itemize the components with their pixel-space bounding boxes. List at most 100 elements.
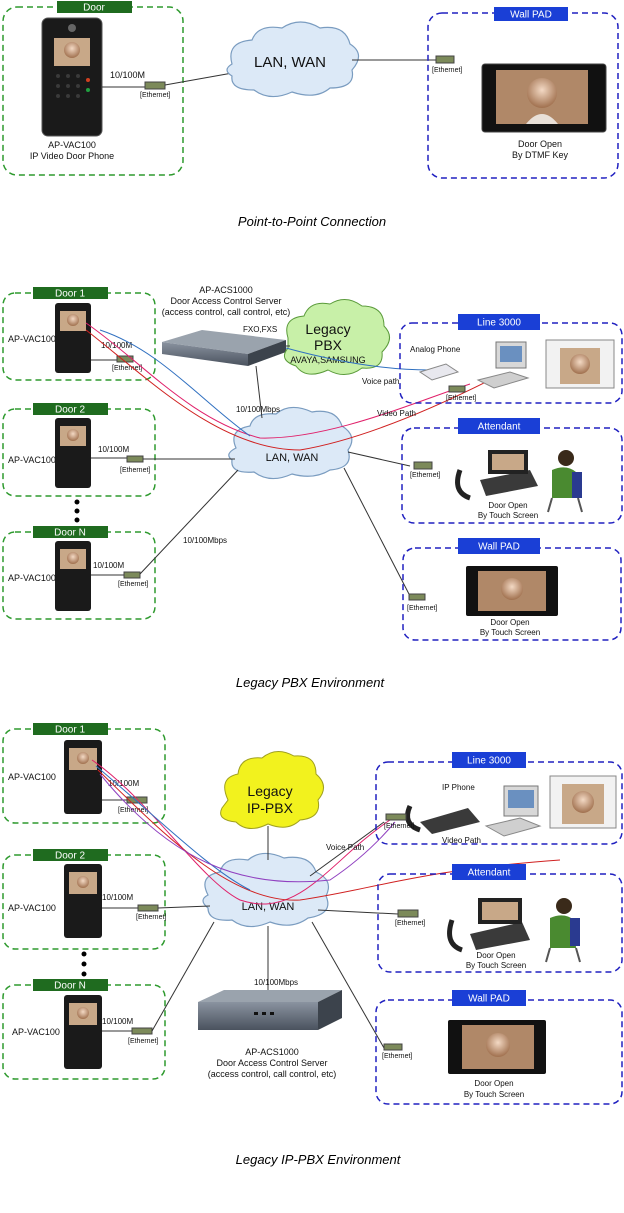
legacy-pbx-cloud	[283, 299, 390, 375]
ethernet-switch-icon	[131, 1027, 153, 1035]
video-screen-thumbnail	[549, 775, 617, 829]
wallpad-note-line-1: Door Open	[490, 618, 529, 627]
video-path-line	[91, 759, 391, 905]
attendant-phone-icon	[455, 450, 538, 501]
door-2-title: Door 2	[55, 851, 85, 862]
door-1-group-tag	[33, 723, 108, 735]
attendant-note-line-2: By Touch Screen	[478, 511, 538, 520]
door-2-ethernet: [Ethernet]	[136, 914, 166, 921]
door-1-model: AP-VAC100	[8, 334, 56, 344]
attendant-group-box	[401, 427, 623, 524]
pbx-line-1: Legacy	[305, 321, 350, 337]
ethernet-switch-icon	[397, 909, 419, 918]
fxo-fxs-label: FXO,FXS	[243, 325, 277, 334]
wallpad-device	[466, 566, 558, 616]
line3000-title: Line 3000	[467, 756, 511, 767]
wallpad-note-line-2: By DTMF Key	[512, 150, 569, 160]
video-path-red-line	[97, 769, 561, 901]
wallpad-ethernet: [Ethernet]	[382, 1053, 412, 1060]
ethernet-switch-icon	[126, 796, 148, 804]
pbx-line-2: PBX	[314, 337, 343, 353]
ethernet-switch-icon	[413, 461, 433, 470]
wallpad-device	[481, 63, 607, 133]
access-control-server	[162, 330, 286, 366]
attendant-group-tag	[452, 864, 526, 880]
door-ethernet-label: [Ethernet]	[140, 92, 170, 99]
ethernet-switch-icon	[435, 55, 455, 64]
line3000-group-tag	[452, 752, 526, 768]
attendant-ethernet: [Ethernet]	[395, 920, 425, 927]
line3000-ethernet: [Ethernet]	[384, 823, 414, 830]
door-link-speed: 10/100M	[110, 70, 145, 80]
line3000-title: Line 3000	[477, 318, 521, 329]
more-doors-dots	[74, 499, 80, 523]
video-path-label: Video Path	[377, 409, 416, 418]
diagram-legacy-pbx: Door 1 Door 2 Door N AP-VAC100 AP-VAC10	[2, 285, 623, 690]
door-2-speed: 10/100M	[98, 445, 129, 454]
operator-person-icon	[547, 450, 583, 513]
uplink-speed: 10/100Mbps	[254, 978, 298, 987]
wallpad-group-tag	[452, 990, 526, 1006]
server-desc: Door Access Control Server	[216, 1058, 327, 1068]
door-group-tag	[57, 1, 132, 13]
door-n-device	[55, 541, 91, 611]
attendant-title: Attendant	[478, 422, 521, 433]
wallpad-group-title: Wall PAD	[510, 10, 552, 21]
wallpad-group-tag	[494, 7, 568, 21]
door-1-title: Door 1	[55, 289, 85, 300]
door-2-group-tag	[33, 849, 108, 861]
door-1-device	[64, 740, 102, 814]
diagram-point-to-point: Door AP-VAC100 IP Video Door Phone 10/10…	[2, 1, 619, 229]
line3000-group-box	[399, 322, 623, 404]
video-path-purple-line	[99, 773, 396, 883]
server-model: AP-ACS1000	[199, 285, 253, 295]
door-n-group-box	[2, 984, 166, 1080]
cloud-label: LAN, WAN	[254, 54, 326, 71]
server-detail: (access control, call control, etc)	[208, 1069, 337, 1079]
wallpad-note-line-2: By Touch Screen	[480, 628, 540, 637]
voice-path-label: Voice path	[362, 377, 399, 386]
door-2-speed: 10/100M	[102, 893, 133, 902]
ethernet-switch-icon	[123, 571, 141, 579]
door-1-ethernet: [Ethernet]	[112, 365, 142, 372]
wallpad-ethernet: [Ethernet]	[407, 605, 437, 612]
ethernet-switch-icon	[383, 1043, 403, 1051]
door-n-group-tag	[33, 526, 108, 538]
wallpad-note-line-2: By Touch Screen	[464, 1090, 524, 1099]
door-2-ethernet: [Ethernet]	[120, 467, 150, 474]
door-2-device	[64, 864, 102, 938]
ethernet-switch-icon	[385, 813, 407, 821]
legacy-ip-pbx-cloud	[220, 751, 324, 829]
door-1-group-box	[2, 728, 166, 824]
door-n-title: Door N	[54, 981, 86, 992]
attendant-title: Attendant	[468, 868, 511, 879]
video-path-line	[85, 322, 471, 439]
ip-phone-icon	[405, 804, 480, 834]
door-n-uplink-speed: 10/100Mbps	[183, 536, 227, 545]
wallpad-note-line-1: Door Open	[518, 139, 562, 149]
door-1-device	[55, 303, 91, 373]
door-2-device	[55, 418, 91, 488]
door-n-title: Door N	[54, 528, 86, 539]
analog-phone-icon	[418, 363, 460, 381]
ethernet-switch-icon	[144, 81, 166, 90]
door-1-speed: 10/100M	[108, 779, 139, 788]
lan-wan-cloud	[226, 21, 360, 98]
wallpad-title: Wall PAD	[478, 542, 520, 553]
lan-wan-cloud	[202, 852, 329, 928]
ip-phone-label: IP Phone	[442, 783, 475, 792]
voice-path-line	[95, 765, 251, 891]
door-n-ethernet: [Ethernet]	[128, 1038, 158, 1045]
video-path-label: Video Path	[442, 836, 481, 845]
access-control-server	[198, 990, 342, 1030]
wallpad-title: Wall PAD	[468, 994, 510, 1005]
diagram-legacy-ip-pbx: Door 1 Door 2 Door N AP-VAC100 AP-VAC100…	[2, 723, 623, 1167]
door-model-label: AP-VAC100	[48, 140, 96, 150]
voice-path-line	[99, 329, 431, 437]
caption-legacy-pbx: Legacy PBX Environment	[236, 675, 386, 690]
door-2-model: AP-VAC100	[8, 455, 56, 465]
caption-point-to-point: Point-to-Point Connection	[238, 214, 386, 229]
door-2-model: AP-VAC100	[8, 903, 56, 913]
door-2-group-box	[2, 854, 166, 950]
